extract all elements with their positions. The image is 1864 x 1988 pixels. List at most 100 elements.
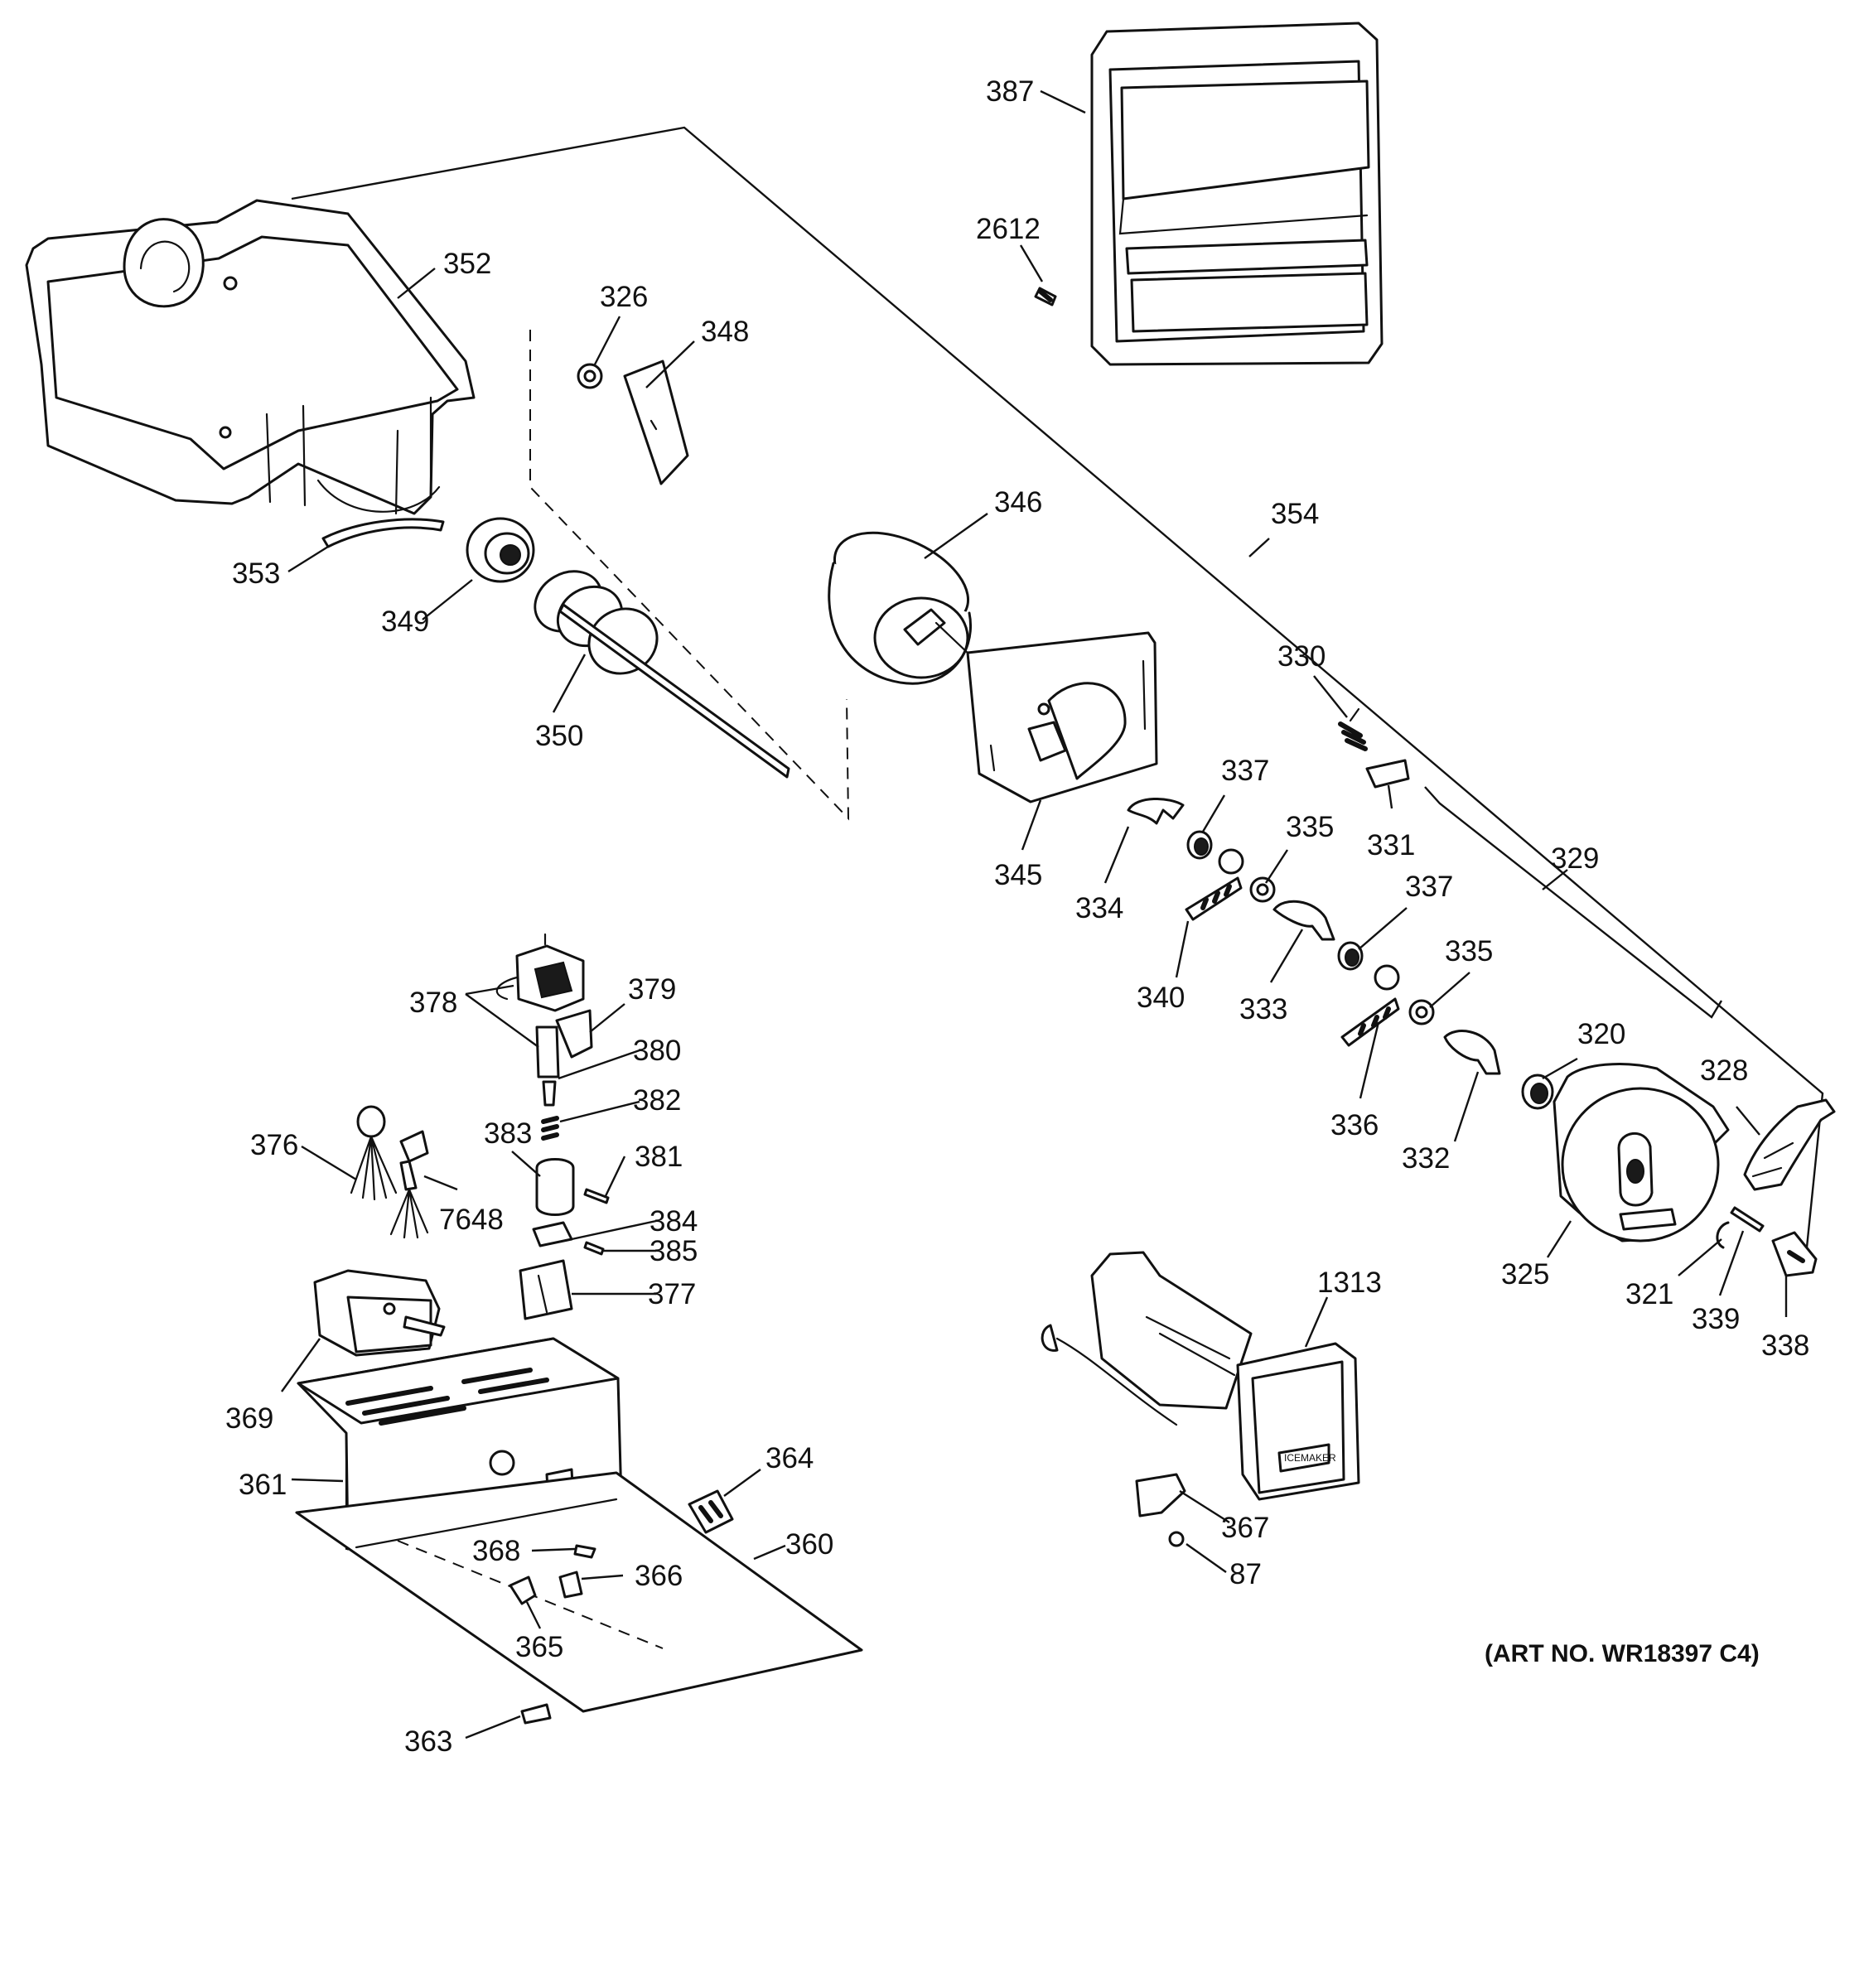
bearing-349 bbox=[466, 517, 535, 583]
spring-383 bbox=[541, 1116, 559, 1141]
callout-labels: 387 2612 352 326 348 346 354 353 349 350… bbox=[225, 75, 1809, 1758]
assembly-boundary-outline bbox=[291, 126, 1824, 1272]
blade-348 bbox=[623, 359, 689, 485]
callout-380: 380 bbox=[633, 1035, 681, 1067]
callout-349: 349 bbox=[381, 606, 429, 638]
bracket-379 bbox=[555, 1009, 593, 1059]
callout-334: 334 bbox=[1075, 892, 1123, 924]
pin-381 bbox=[583, 1188, 610, 1204]
harness-7648 bbox=[389, 1130, 429, 1239]
clip-366 bbox=[558, 1571, 583, 1599]
callout-382: 382 bbox=[633, 1084, 681, 1117]
callout-376: 376 bbox=[250, 1129, 298, 1161]
callout-385: 385 bbox=[650, 1235, 698, 1267]
clip-321 bbox=[1716, 1221, 1730, 1249]
leader-lines bbox=[281, 89, 1788, 1740]
callout-337-upper: 337 bbox=[1221, 755, 1269, 787]
washer-335-lower bbox=[1408, 999, 1435, 1025]
cam-332 bbox=[1443, 1030, 1501, 1075]
callout-353: 353 bbox=[232, 557, 280, 590]
callout-366: 366 bbox=[635, 1560, 683, 1592]
callout-360: 360 bbox=[785, 1528, 833, 1561]
drum-346 bbox=[828, 531, 972, 685]
callout-367: 367 bbox=[1221, 1512, 1269, 1544]
washer-335-upper bbox=[1249, 876, 1276, 903]
callout-329: 329 bbox=[1551, 842, 1599, 875]
spring-330 bbox=[1338, 707, 1368, 751]
pin-339 bbox=[1730, 1206, 1765, 1233]
callout-369: 369 bbox=[225, 1402, 273, 1435]
motor-housing-325 bbox=[1553, 1063, 1730, 1242]
callout-333: 333 bbox=[1239, 993, 1287, 1025]
callout-2612: 2612 bbox=[976, 213, 1041, 245]
screw-87 bbox=[1168, 1531, 1185, 1547]
bracket-377 bbox=[519, 1259, 573, 1320]
pin-385 bbox=[583, 1241, 605, 1256]
rod-329 bbox=[1424, 786, 1723, 1019]
gear-337-lower bbox=[1337, 941, 1364, 971]
callout-330: 330 bbox=[1277, 640, 1326, 673]
sleeve-383 bbox=[535, 1158, 575, 1216]
callout-336: 336 bbox=[1330, 1109, 1379, 1141]
screw-368 bbox=[573, 1544, 596, 1559]
bracket-328 bbox=[1743, 1098, 1836, 1191]
callout-328: 328 bbox=[1700, 1054, 1748, 1087]
icemaker-1313: ICEMAKER bbox=[1041, 1251, 1360, 1501]
callout-350: 350 bbox=[535, 720, 583, 752]
callout-320: 320 bbox=[1577, 1018, 1625, 1050]
callout-338: 338 bbox=[1761, 1329, 1809, 1362]
washer-326 bbox=[577, 363, 603, 389]
callout-7648: 7648 bbox=[439, 1204, 504, 1236]
bracket-367 bbox=[1135, 1473, 1186, 1518]
callout-348: 348 bbox=[701, 316, 749, 348]
callout-332: 332 bbox=[1402, 1142, 1450, 1175]
callout-345: 345 bbox=[994, 859, 1042, 891]
icemaker-module-label: ICEMAKER bbox=[1284, 1452, 1336, 1464]
callout-346: 346 bbox=[994, 486, 1042, 519]
callout-340: 340 bbox=[1137, 982, 1185, 1014]
mounting-plate-345 bbox=[966, 631, 1158, 803]
solenoid-378 bbox=[495, 933, 585, 1012]
callout-87: 87 bbox=[1229, 1558, 1262, 1590]
callout-377: 377 bbox=[648, 1278, 696, 1310]
hose-353 bbox=[321, 518, 445, 548]
callout-354: 354 bbox=[1271, 498, 1319, 530]
motor-369 bbox=[313, 1269, 446, 1357]
callout-363: 363 bbox=[404, 1725, 452, 1758]
callout-368: 368 bbox=[472, 1535, 520, 1567]
plunger-380 bbox=[535, 1025, 560, 1078]
callout-335-lower: 335 bbox=[1445, 935, 1493, 967]
callout-352: 352 bbox=[443, 248, 491, 280]
callout-321: 321 bbox=[1625, 1278, 1673, 1310]
callout-379: 379 bbox=[628, 973, 676, 1006]
callout-1313: 1313 bbox=[1317, 1267, 1382, 1299]
callout-383: 383 bbox=[484, 1117, 532, 1150]
clip-331 bbox=[1365, 759, 1410, 789]
art-number: (ART NO. WR18397 C4) bbox=[1485, 1640, 1760, 1667]
switch-338 bbox=[1771, 1231, 1818, 1277]
harness-376 bbox=[350, 1105, 398, 1201]
bushing-320 bbox=[1521, 1074, 1554, 1110]
screw-2612 bbox=[1034, 287, 1057, 306]
callout-387: 387 bbox=[986, 75, 1034, 108]
clip-365 bbox=[509, 1575, 537, 1605]
grommet-364 bbox=[688, 1489, 734, 1534]
gear-337-upper bbox=[1186, 830, 1213, 860]
callout-337-lower: 337 bbox=[1405, 871, 1453, 903]
foot-363 bbox=[520, 1703, 552, 1725]
callout-326: 326 bbox=[600, 281, 648, 313]
ice-bucket-352 bbox=[25, 199, 476, 515]
callout-325: 325 bbox=[1501, 1258, 1549, 1291]
dispenser-cover-387 bbox=[1090, 22, 1384, 366]
auger-350 bbox=[534, 570, 790, 779]
cap-384 bbox=[532, 1221, 573, 1247]
lever-336 bbox=[1340, 964, 1400, 1047]
callout-365: 365 bbox=[515, 1631, 563, 1663]
callout-331: 331 bbox=[1367, 829, 1415, 861]
callout-384: 384 bbox=[650, 1205, 698, 1238]
cam-334 bbox=[1127, 797, 1185, 825]
callout-339: 339 bbox=[1692, 1303, 1740, 1335]
pin-382 bbox=[542, 1080, 557, 1107]
callout-381: 381 bbox=[635, 1141, 683, 1173]
callout-364: 364 bbox=[765, 1442, 814, 1474]
